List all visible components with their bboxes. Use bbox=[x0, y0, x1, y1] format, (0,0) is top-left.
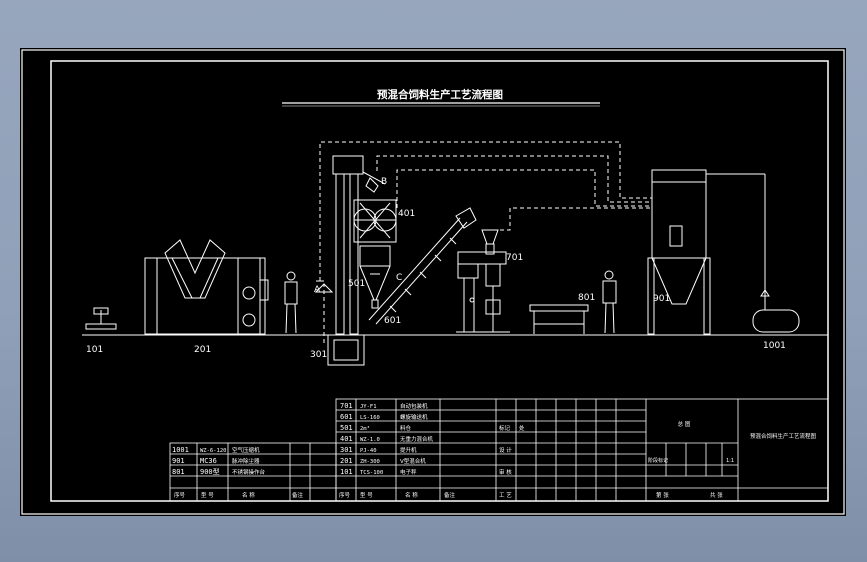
tb-shenhe: 审 核 bbox=[499, 468, 512, 476]
callout-901: 901 bbox=[653, 294, 670, 304]
bom-r1-model: LS-160 bbox=[360, 415, 380, 421]
bom-l-header-note: 备注 bbox=[292, 491, 304, 499]
bom-r4-name: 提升机 bbox=[400, 446, 417, 454]
tb-ratio: 1:1 bbox=[726, 458, 734, 464]
bom-r6-model: TCS-100 bbox=[360, 470, 383, 476]
callout-1001: 1001 bbox=[763, 341, 786, 351]
storage-bin bbox=[359, 245, 391, 309]
bom-l0-model: WZ-6-120 bbox=[200, 448, 227, 454]
tb-sheji: 设 计 bbox=[499, 446, 512, 454]
bom-r3-model: WZ-1.0 bbox=[360, 437, 380, 443]
bom-r-header-no: 序号 bbox=[339, 491, 351, 499]
electronic-scale bbox=[85, 307, 117, 330]
bom-l2-name: 不锈钢操作台 bbox=[232, 468, 266, 476]
tb-drawing-no: 总 图 bbox=[678, 420, 691, 428]
bom-r-header-model: 型 号 bbox=[360, 491, 373, 499]
bom-l-header-model: 型 号 bbox=[201, 491, 214, 499]
stainless-work-table bbox=[529, 304, 589, 334]
title-block bbox=[169, 398, 829, 502]
tb-biaoji: 标记 bbox=[499, 424, 511, 432]
bom-l0-no: 1001 bbox=[172, 446, 189, 454]
bom-r0-name: 自动包装机 bbox=[400, 402, 428, 410]
bom-r1-no: 601 bbox=[340, 413, 353, 421]
operator-figure-2 bbox=[602, 270, 617, 334]
bom-l-header-name: 名 称 bbox=[242, 491, 255, 499]
screw-conveyor bbox=[368, 207, 477, 325]
process-flow-drawing: 预混合饲料生产工艺流程图 bbox=[21, 49, 845, 515]
callout-401: 401 bbox=[398, 209, 415, 219]
bom-r4-model: PJ-40 bbox=[360, 448, 377, 454]
bom-r5-no: 201 bbox=[340, 457, 353, 465]
callout-701: 701 bbox=[506, 253, 523, 263]
bom-r1-name: 螺旋输送机 bbox=[400, 413, 428, 421]
bom-r-header-name: 名 称 bbox=[405, 491, 418, 499]
callout-801: 801 bbox=[578, 293, 595, 303]
bom-l2-model: 900型 bbox=[200, 467, 220, 476]
air-compressor bbox=[752, 289, 800, 333]
bucket-elevator bbox=[314, 155, 365, 366]
bom-r0-no: 701 bbox=[340, 402, 353, 410]
bom-r4-no: 301 bbox=[340, 446, 353, 454]
bom-r3-name: 无重力混合机 bbox=[400, 435, 434, 443]
bom-r0-model: JY-F1 bbox=[360, 404, 377, 410]
bom-r6-name: 电子秤 bbox=[400, 468, 417, 476]
bom-l1-model: MC36 bbox=[200, 457, 217, 465]
operator-figure-1 bbox=[284, 271, 298, 334]
tb-gong: 共 张 bbox=[710, 491, 723, 499]
bom-r6-no: 101 bbox=[340, 468, 353, 476]
callout-101: 101 bbox=[86, 345, 103, 355]
tb-chushu: 处 bbox=[519, 424, 525, 432]
bom-l-header-no: 序号 bbox=[174, 491, 186, 499]
bom-r3-no: 401 bbox=[340, 435, 353, 443]
gravity-free-mixer bbox=[353, 171, 397, 243]
auto-packing-machine bbox=[456, 229, 510, 333]
dust-duct-lines bbox=[319, 141, 652, 343]
callout-a: A bbox=[314, 285, 321, 295]
callout-b: B bbox=[381, 177, 387, 187]
callout-501: 501 bbox=[348, 279, 365, 289]
outer-frame bbox=[21, 49, 845, 515]
callout-201: 201 bbox=[194, 345, 211, 355]
tb-jieduan: 阶段标记 bbox=[648, 457, 668, 464]
tb-gongyi: 工 艺 bbox=[499, 492, 512, 499]
pulse-dust-collector bbox=[647, 169, 766, 335]
callout-c: C bbox=[396, 273, 402, 283]
bom-r5-model: ZH-300 bbox=[360, 459, 380, 465]
drawing-sheet: 预混合饲料生产工艺流程图 bbox=[20, 48, 846, 516]
tb-drawing-title: 预混合饲料生产工艺流程图 bbox=[750, 432, 817, 440]
bom-r2-model: 2m³ bbox=[360, 425, 370, 432]
bom-l1-name: 脉冲除尘器 bbox=[232, 457, 260, 465]
inner-frame bbox=[50, 60, 829, 502]
bom-l0-name: 空气压缩机 bbox=[232, 446, 260, 454]
bom-r2-name: 料仓 bbox=[400, 424, 412, 432]
bom-r-header-note: 备注 bbox=[444, 491, 456, 499]
drawing-title: 预混合饲料生产工艺流程图 bbox=[377, 88, 503, 101]
v-mixer bbox=[144, 239, 269, 335]
tb-zhang: 第 张 bbox=[656, 491, 669, 499]
callout-301: 301 bbox=[310, 350, 327, 360]
bom-l1-no: 901 bbox=[172, 457, 185, 465]
callout-601: 601 bbox=[384, 316, 401, 326]
bom-l2-no: 801 bbox=[172, 468, 185, 476]
bom-r5-name: V型混合机 bbox=[400, 457, 426, 465]
bom-r2-no: 501 bbox=[340, 424, 353, 432]
